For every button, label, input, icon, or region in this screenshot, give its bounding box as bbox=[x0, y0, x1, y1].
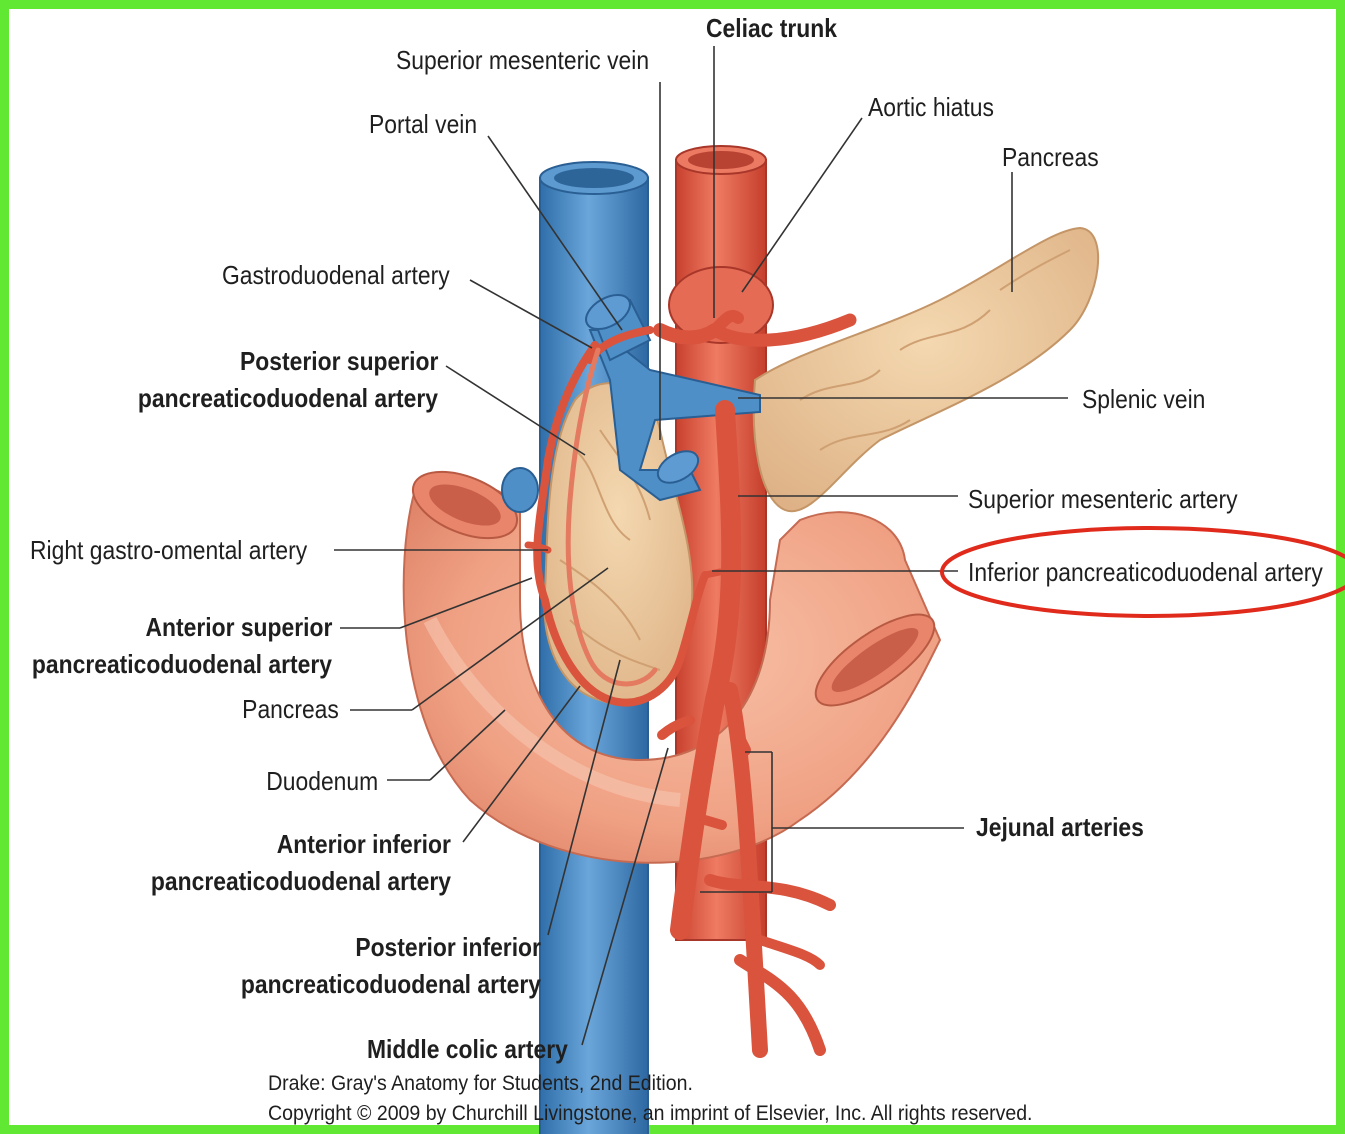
label-anterior-superior-line1: Anterior superior bbox=[145, 609, 332, 646]
label-anterior-inferior-line2: pancreaticoduodenal artery bbox=[151, 863, 451, 900]
label-anterior-superior-line2: pancreaticoduodenal artery bbox=[32, 646, 332, 683]
label-posterior-inferior-line2: pancreaticoduodenal artery bbox=[241, 966, 541, 1003]
label-posterior-superior-line1: Posterior superior bbox=[240, 343, 438, 380]
label-right-gastro-omental-artery: Right gastro-omental artery bbox=[30, 532, 307, 569]
label-posterior-inferior-line1: Posterior inferior bbox=[355, 929, 541, 966]
label-middle-colic-artery: Middle colic artery bbox=[367, 1031, 568, 1068]
label-pancreas-top: Pancreas bbox=[1002, 139, 1099, 176]
label-inferior-pancreaticoduodenal-artery: Inferior pancreaticoduodenal artery bbox=[968, 554, 1323, 591]
label-superior-mesenteric-vein: Superior mesenteric vein bbox=[396, 42, 649, 79]
label-portal-vein: Portal vein bbox=[369, 106, 477, 143]
pancreas-body-tail bbox=[754, 228, 1098, 511]
label-celiac-trunk: Celiac trunk bbox=[706, 10, 837, 47]
label-posterior-superior-line2: pancreaticoduodenal artery bbox=[138, 380, 438, 417]
label-gastroduodenal-artery: Gastroduodenal artery bbox=[222, 257, 450, 294]
label-splenic-vein: Splenic vein bbox=[1082, 381, 1205, 418]
credit-line-2: Copyright © 2009 by Churchill Livingston… bbox=[268, 1102, 1032, 1126]
label-anterior-inferior-line1: Anterior inferior bbox=[277, 826, 451, 863]
label-duodenum: Duodenum bbox=[266, 763, 378, 800]
label-superior-mesenteric-artery: Superior mesenteric artery bbox=[968, 481, 1238, 518]
label-pancreas-left: Pancreas bbox=[242, 691, 339, 728]
label-aortic-hiatus: Aortic hiatus bbox=[868, 89, 994, 126]
credit-line-1: Drake: Gray's Anatomy for Students, 2nd … bbox=[268, 1072, 693, 1096]
label-jejunal-arteries: Jejunal arteries bbox=[976, 809, 1144, 846]
